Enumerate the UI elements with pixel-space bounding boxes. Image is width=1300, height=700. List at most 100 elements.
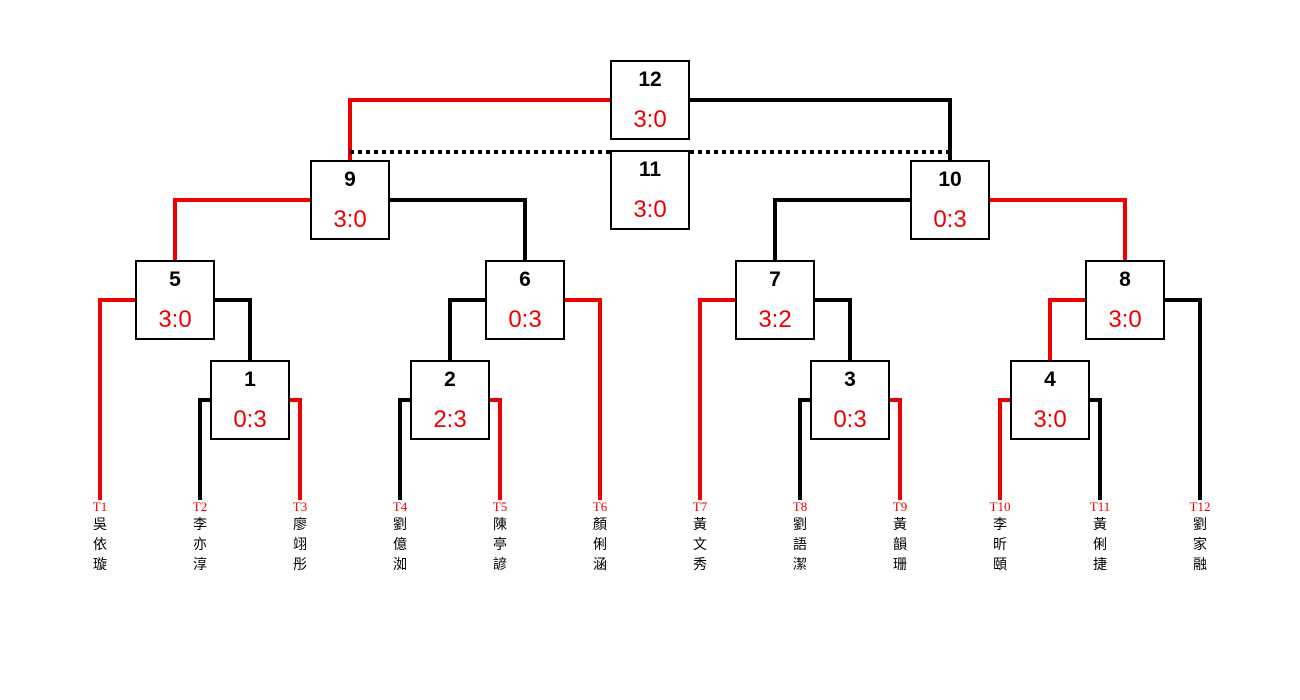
connector-m2-right — [490, 398, 502, 500]
player-seed: T4 — [392, 499, 408, 514]
player-t4: T4 劉 億 洳 — [380, 499, 420, 575]
player-name-char: 劉 — [793, 517, 807, 533]
player-t5: T5 陳 亭 諺 — [480, 499, 520, 575]
match-9: 9 3:0 — [310, 160, 390, 240]
match-score: 3:0 — [633, 106, 667, 133]
player-name-char: 家 — [1193, 537, 1207, 553]
player-name-char: 語 — [793, 537, 807, 553]
player-t8: T8 劉 語 潔 — [780, 499, 820, 575]
player-seed: T9 — [892, 499, 908, 514]
match-8: 8 3:0 — [1085, 260, 1165, 340]
match-score: 0:3 — [933, 206, 967, 233]
match-score: 3:0 — [1033, 406, 1067, 433]
connector-m9-left — [173, 198, 310, 260]
player-t3: T3 廖 翊 彤 — [280, 499, 320, 575]
player-name-char: 廖 — [293, 517, 307, 533]
match-number: 3 — [844, 368, 856, 391]
connector-m5-left — [98, 298, 135, 500]
player-name-char: 黃 — [893, 517, 907, 533]
player-name-char: 劉 — [1193, 517, 1207, 533]
player-name-char: 珊 — [893, 557, 907, 573]
player-name-char: 黃 — [693, 517, 707, 533]
player-name-char: 亦 — [193, 537, 207, 553]
connector-m5-right — [215, 298, 252, 360]
connector-m12-right — [690, 98, 952, 160]
player-seed: T8 — [792, 499, 808, 514]
player-seed: T2 — [192, 499, 208, 514]
connector-m6-left — [448, 298, 485, 360]
match-10: 10 0:3 — [910, 160, 990, 240]
player-name-char: 黃 — [1093, 517, 1107, 533]
match-number: 5 — [169, 268, 181, 291]
match-3: 3 0:3 — [810, 360, 890, 440]
match-number: 11 — [638, 158, 662, 181]
match-number: 10 — [938, 168, 962, 191]
connector-m6-right — [565, 298, 602, 500]
player-seed: T7 — [692, 499, 708, 514]
connector-m7-right — [815, 298, 852, 360]
player-seed: T1 — [92, 499, 108, 514]
player-seed: T5 — [492, 499, 508, 514]
match-score: 3:0 — [1108, 306, 1142, 333]
connector-m1-left — [198, 398, 210, 500]
connector-m12-left — [348, 98, 610, 160]
player-name-char: 俐 — [1093, 537, 1107, 553]
player-name-char: 頤 — [993, 557, 1007, 573]
player-name-char: 潔 — [793, 557, 807, 573]
match-number: 4 — [1044, 368, 1056, 391]
connector-m7-left — [698, 298, 735, 500]
player-t1: T1 吳 依 璇 — [80, 499, 120, 575]
player-name-char: 亭 — [493, 537, 507, 553]
player-name-char: 李 — [193, 517, 207, 533]
player-name-char: 陳 — [493, 517, 507, 533]
connector-m2-left — [398, 398, 410, 500]
player-name-char: 彤 — [293, 557, 307, 573]
match-4: 4 3:0 — [1010, 360, 1090, 440]
match-2: 2 2:3 — [410, 360, 490, 440]
player-seed: T12 — [1189, 499, 1211, 514]
connector-m3-right — [890, 398, 902, 500]
connector-m8-left — [1048, 298, 1085, 360]
player-name-char: 文 — [693, 537, 707, 553]
connector-m3-left — [798, 398, 810, 500]
player-name-char: 捷 — [1093, 557, 1107, 573]
player-seed: T6 — [592, 499, 608, 514]
match-score: 2:3 — [433, 406, 467, 433]
player-name-char: 淳 — [193, 557, 207, 573]
player-name-char: 涵 — [593, 557, 607, 573]
match-number: 8 — [1119, 268, 1131, 291]
connector-m1-right — [290, 398, 302, 500]
player-name-char: 俐 — [593, 537, 607, 553]
player-name-char: 億 — [393, 537, 407, 553]
player-t7: T7 黃 文 秀 — [680, 499, 720, 575]
match-6: 6 0:3 — [485, 260, 565, 340]
player-name-char: 韻 — [893, 537, 907, 553]
match-number: 6 — [519, 268, 531, 291]
match-1: 1 0:3 — [210, 360, 290, 440]
player-name-char: 吳 — [93, 517, 107, 533]
match-number: 1 — [244, 368, 256, 391]
connector-m10-right — [990, 198, 1127, 260]
player-name-char: 諺 — [493, 557, 507, 573]
player-name-char: 依 — [93, 537, 107, 553]
match-number: 9 — [344, 168, 356, 191]
match-score: 3:0 — [633, 196, 667, 223]
connector-m10-left — [773, 198, 910, 260]
match-12: 12 3:0 — [610, 60, 690, 140]
connector-m8-right — [1165, 298, 1202, 500]
match-score: 0:3 — [508, 306, 542, 333]
match-7: 7 3:2 — [735, 260, 815, 340]
player-seed: T11 — [1089, 499, 1111, 514]
player-t12: T12 劉 家 融 — [1180, 499, 1220, 575]
match-5: 5 3:0 — [135, 260, 215, 340]
player-t6: T6 顏 俐 涵 — [580, 499, 620, 575]
player-name-char: 劉 — [393, 517, 407, 533]
player-name-char: 融 — [1193, 557, 1207, 573]
match-score: 0:3 — [233, 406, 267, 433]
player-seed: T10 — [989, 499, 1011, 514]
match-number: 7 — [769, 268, 781, 291]
match-number: 2 — [444, 368, 456, 391]
player-name-char: 洳 — [393, 557, 407, 573]
